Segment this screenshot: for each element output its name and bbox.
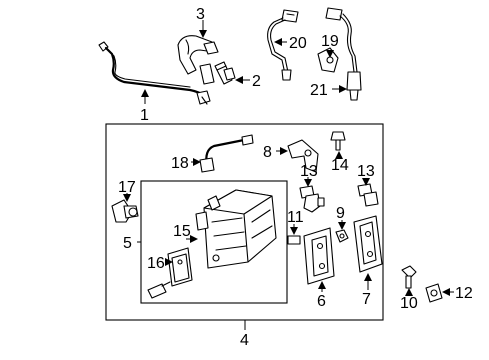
callout-14: 14 xyxy=(331,157,349,174)
bracket-part-13b[interactable] xyxy=(357,183,379,207)
callout-15: 15 xyxy=(173,223,191,240)
oxygen-sensor-part-21[interactable] xyxy=(325,7,362,101)
callout-12: 12 xyxy=(455,285,473,302)
callout-13a: 13 xyxy=(300,163,318,180)
connector-part-2[interactable] xyxy=(214,61,236,85)
callout-16: 16 xyxy=(147,255,165,272)
callout-11: 11 xyxy=(287,209,304,226)
mounting-bracket-part-6[interactable] xyxy=(303,227,335,285)
vapor-hose-part-1[interactable] xyxy=(98,41,211,105)
grommet-part-11[interactable] xyxy=(287,235,301,245)
callout-6: 6 xyxy=(317,293,326,310)
purge-hose-part-3[interactable] xyxy=(177,35,219,85)
callout-10: 10 xyxy=(400,295,418,312)
callout-9: 9 xyxy=(336,205,345,222)
charcoal-canister-part-15[interactable] xyxy=(195,189,277,269)
bolt-part-14[interactable] xyxy=(330,131,346,151)
clip-part-19[interactable] xyxy=(317,47,339,73)
nut-part-9[interactable] xyxy=(335,229,349,243)
connector-part-12[interactable] xyxy=(425,283,443,303)
bolt-part-10[interactable] xyxy=(401,265,417,289)
sensor-wire-part-20[interactable] xyxy=(267,9,299,81)
mounting-bracket-part-7[interactable] xyxy=(353,215,383,273)
hose-part-18[interactable] xyxy=(199,134,254,173)
valve-part-17[interactable] xyxy=(111,199,139,223)
bracket-part-13a[interactable] xyxy=(299,185,325,213)
callout-13b: 13 xyxy=(357,163,375,180)
callout-17: 17 xyxy=(118,179,136,196)
callout-2: 2 xyxy=(252,73,261,90)
bracket-part-8[interactable] xyxy=(287,139,319,173)
callout-4: 4 xyxy=(240,332,249,349)
callout-21: 21 xyxy=(310,82,328,99)
callout-3: 3 xyxy=(196,6,205,23)
callout-19: 19 xyxy=(321,33,339,50)
callout-7: 7 xyxy=(362,291,371,308)
callout-1: 1 xyxy=(140,107,149,124)
filter-part-16[interactable] xyxy=(147,247,193,299)
callout-20: 20 xyxy=(289,35,307,52)
callout-5: 5 xyxy=(123,235,132,252)
callout-8: 8 xyxy=(263,144,272,161)
callout-18: 18 xyxy=(171,155,189,172)
